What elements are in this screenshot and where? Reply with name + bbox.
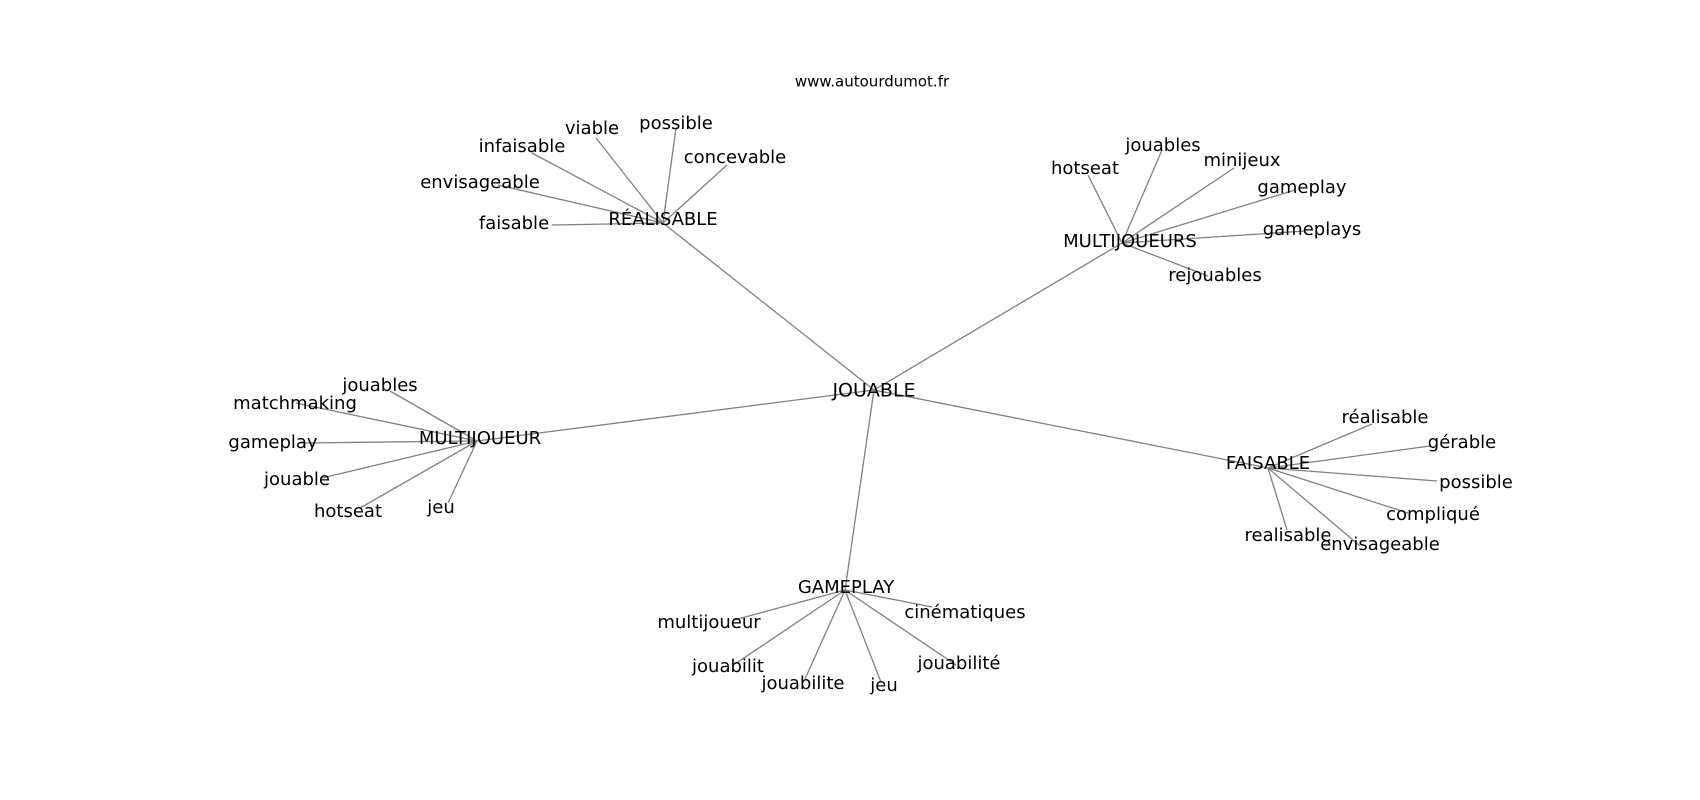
hub-leaf-edge xyxy=(804,589,846,680)
hub-leaf-edge xyxy=(531,152,664,224)
leaf-node-label: réalisable xyxy=(1341,407,1428,428)
hub-leaf-edge xyxy=(734,589,846,665)
leaf-node-label: rejouables xyxy=(1168,265,1261,286)
hub-leaf-edge xyxy=(497,184,664,224)
hub-node-label: MULTIJOUEURS xyxy=(1063,231,1197,252)
leaf-node-label: faisable xyxy=(479,213,549,234)
hub-leaf-edge xyxy=(295,402,478,442)
leaf-node-label: possible xyxy=(639,113,713,134)
hub-leaf-edge xyxy=(1267,467,1288,531)
hub-leaf-edge xyxy=(1267,445,1431,469)
hub-leaf-edge xyxy=(299,440,478,444)
leaf-node-label: envisageable xyxy=(1320,534,1440,555)
hub-leaf-edge xyxy=(1121,167,1235,244)
center-hub-edge xyxy=(873,389,1269,469)
leaf-node-label: gameplay xyxy=(228,432,318,453)
center-hub-edge xyxy=(844,389,875,591)
center-node-label: JOUABLE xyxy=(831,380,915,402)
hub-leaf-edge xyxy=(1087,174,1123,244)
hub-leaf-edge xyxy=(662,127,677,224)
hub-leaf-edge xyxy=(359,440,478,509)
leaf-node-label: jouables xyxy=(1124,135,1200,156)
hub-leaf-edge xyxy=(389,390,478,442)
leaf-node-label: jeu xyxy=(426,497,454,518)
hub-leaf-edge xyxy=(844,589,933,608)
leaf-node-label: viable xyxy=(565,118,619,139)
hub-leaf-edge xyxy=(321,440,478,479)
center-hub-edge xyxy=(476,389,875,442)
hub-leaf-edge xyxy=(1121,149,1163,244)
hub-leaf-edge xyxy=(1121,230,1306,244)
leaf-node-label: matchmaking xyxy=(233,393,357,414)
leaf-node-label: gameplays xyxy=(1263,219,1362,240)
hub-leaf-edge xyxy=(733,589,846,621)
leaf-node-label: jouable xyxy=(263,469,330,490)
leaf-node-label: jouables xyxy=(341,375,417,396)
leaf-node-label: hotseat xyxy=(1051,158,1119,179)
hub-leaf-edge xyxy=(551,222,664,226)
hub-leaf-edge xyxy=(447,440,478,504)
leaf-node-label: cinématiques xyxy=(904,602,1025,623)
hub-leaf-edge xyxy=(1121,242,1209,277)
leaf-node-label: jouabilite xyxy=(760,673,844,694)
leaf-node-label: jouabilité xyxy=(916,653,1000,674)
leaf-node-label: minijeux xyxy=(1203,150,1280,171)
hub-node-label: GAMEPLAY xyxy=(798,577,895,598)
leaf-node-label: gérable xyxy=(1428,432,1496,453)
hub-leaf-edge xyxy=(844,589,957,666)
edges xyxy=(295,127,1438,683)
hub-leaf-edge xyxy=(1267,467,1438,482)
hub-leaf-edge xyxy=(1121,189,1296,244)
leaf-node-label: infaisable xyxy=(479,136,566,157)
center-hub-edge xyxy=(873,242,1123,391)
leaf-node-label: concevable xyxy=(684,147,786,168)
hub-leaf-edge xyxy=(1267,467,1409,514)
leaf-node-label: realisable xyxy=(1244,525,1331,546)
hub-leaf-edge xyxy=(844,589,882,683)
leaf-node-label: envisageable xyxy=(420,172,540,193)
leaf-node-label: multijoueur xyxy=(657,612,761,633)
leaf-node-label: jeu xyxy=(869,675,897,696)
hub-node-label: RÉALISABLE xyxy=(608,208,717,230)
leaf-node-label: possible xyxy=(1439,472,1513,493)
node-labels: JOUABLE RÉALISABLE faisable envisageable inf… xyxy=(228,113,1512,696)
hub-leaf-edge xyxy=(662,164,728,224)
hub-node-label: MULTIJOUEUR xyxy=(419,428,541,449)
hub-leaf-edge xyxy=(595,137,664,224)
leaf-node-label: gameplay xyxy=(1257,177,1347,198)
hub-node-label: FAISABLE xyxy=(1226,453,1310,474)
leaf-node-label: hotseat xyxy=(314,501,382,522)
hub-leaf-edge xyxy=(1267,467,1361,547)
leaf-node-label: jouabilit xyxy=(691,656,764,677)
center-hub-edge xyxy=(662,222,875,391)
watermark-text: www.autourdumot.fr xyxy=(795,73,950,91)
leaf-node-label: compliqué xyxy=(1386,504,1480,525)
hub-leaf-edge xyxy=(1267,423,1373,469)
